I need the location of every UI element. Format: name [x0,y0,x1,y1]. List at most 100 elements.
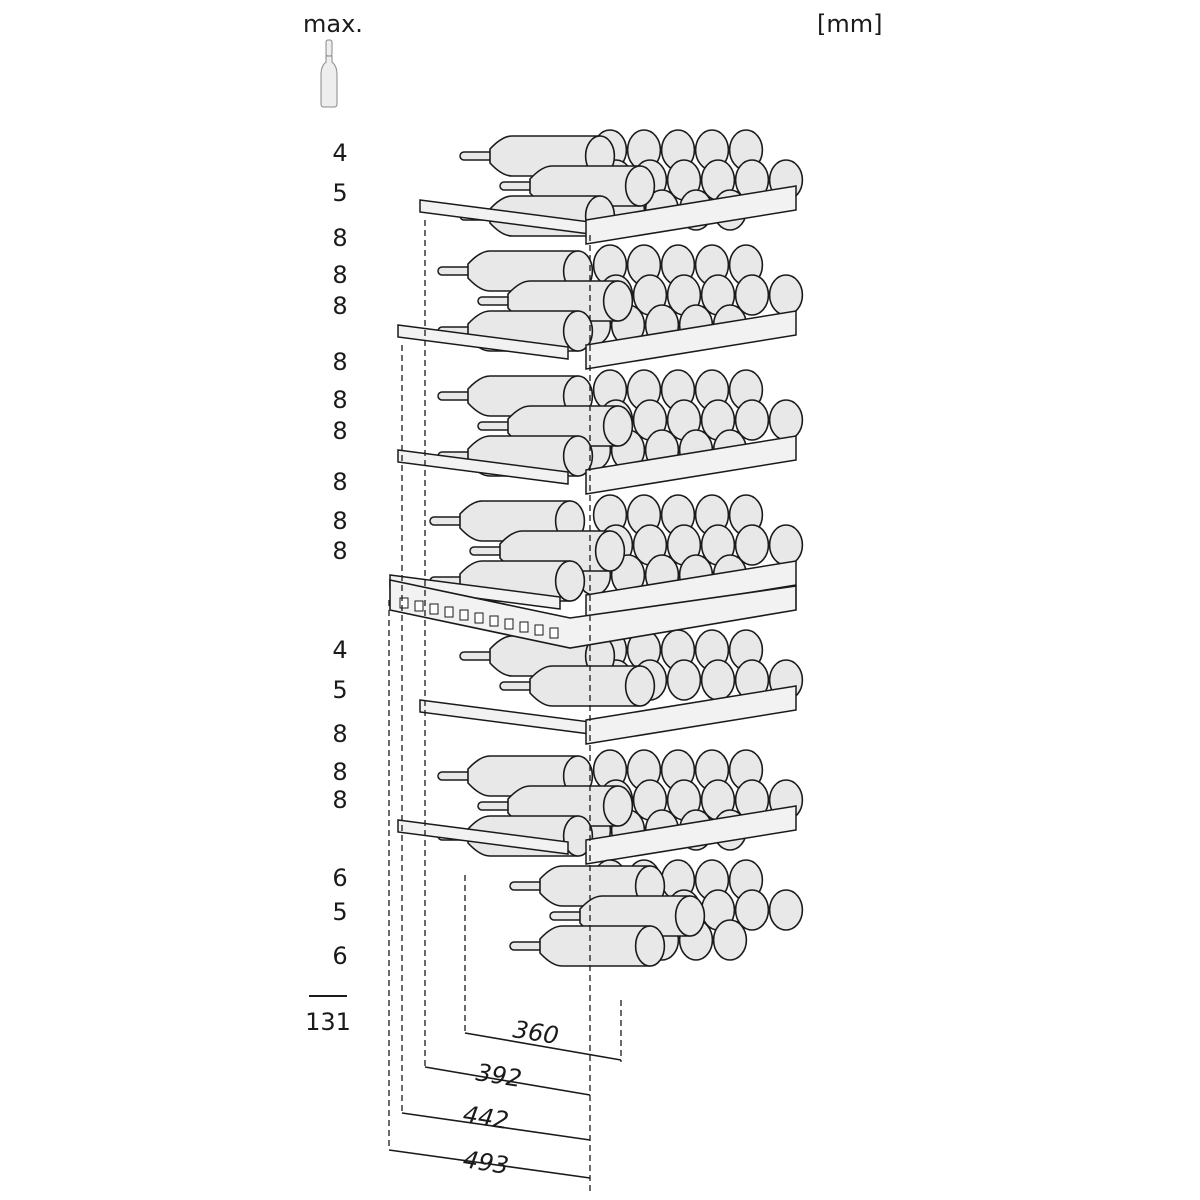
shelf-count: 8 [332,417,348,445]
bottle-neck [549,911,585,921]
compartment [509,859,804,967]
shelf-count: 8 [332,386,348,414]
shelf-rail [397,819,569,855]
bottle-body [529,665,641,707]
shelf-count: 4 [332,636,348,664]
bottle-neck [459,151,495,161]
shelf-front [585,185,797,245]
bottle-neck [437,771,473,781]
total-divider [309,995,347,997]
bottle-neck [477,296,513,306]
bottle-end [768,399,804,441]
bottle-end [734,524,770,566]
bottle-end [634,925,666,967]
bottle-end [602,280,634,322]
shelf [419,685,797,745]
shelf [397,310,797,370]
tray-body [389,579,797,649]
tray-slot [474,612,484,624]
shelf-count: 5 [332,179,348,207]
shelf-front [585,685,797,745]
bottle-end [562,815,594,857]
bottle [499,665,656,707]
bottle-racks [389,129,804,967]
shelf-count: 8 [332,507,348,535]
tray-slot [459,609,469,621]
compartment [389,494,804,620]
shelf-count: 5 [332,676,348,704]
compartment [397,749,804,865]
shelf [419,185,797,245]
bottle [509,925,666,967]
tray-slot [504,618,514,630]
bottle-neck [499,681,535,691]
bottle-end [768,889,804,931]
bottle-neck [437,391,473,401]
bottle-end [674,895,706,937]
bottle-end [768,524,804,566]
unit-label: [mm] [817,10,883,38]
compartment [419,629,804,745]
bottle-neck [429,516,465,526]
shelf-count: 5 [332,898,348,926]
shelf-count: 8 [332,786,348,814]
shelf-count: 8 [332,261,348,289]
bottle-neck [509,941,545,951]
shelf [397,435,797,495]
total-count: 131 [305,1008,351,1036]
shelf-front [585,805,797,865]
shelf-count: 8 [332,468,348,496]
bottle-neck [469,546,505,556]
bottle-end [734,399,770,441]
main-tray [389,579,797,649]
bottle-end [700,659,736,701]
bottle-end [562,310,594,352]
shelf-count: 6 [332,864,348,892]
bottle-end [554,560,586,602]
shelf-front [585,435,797,495]
bottle-neck [459,651,495,661]
tray-slot [429,603,439,615]
tray-slot [444,606,454,618]
shelf-count: 8 [332,537,348,565]
compartment [397,369,804,495]
bottle-end [768,274,804,316]
dimension-label: 442 [461,1100,511,1135]
bottle-end [602,785,634,827]
shelf-rail [397,324,569,360]
bottle-end [734,274,770,316]
wine-bottle-icon [320,39,338,108]
bottle-end [712,919,748,961]
bottle-end [594,530,626,572]
shelf-count: 8 [332,224,348,252]
tray-slot [414,600,424,612]
bottle-neck [499,181,535,191]
bottle-neck [509,881,545,891]
shelf [397,805,797,865]
tray-slot [519,621,529,633]
shelf-count: 8 [332,348,348,376]
bottle-end [666,659,702,701]
shelf-count: 8 [332,720,348,748]
bottle-body [539,925,651,967]
bottle-end [734,889,770,931]
tray-slot [489,615,499,627]
tray-slot [549,627,559,639]
bottle-end [602,405,634,447]
shelf-front [585,560,797,620]
shelf-front [585,310,797,370]
dimension-label: 493 [461,1145,511,1180]
bottle-end [624,165,656,207]
dimension-line [424,1066,591,1096]
shelf-rail [397,449,569,485]
bottle-end [624,665,656,707]
dimension-line [464,1032,622,1061]
shelf-count: 4 [332,139,348,167]
bottle-neck [477,801,513,811]
dimension-label: 360 [511,1015,561,1050]
bottle-neck [477,421,513,431]
bottle-end [562,435,594,477]
tray-slot [399,597,409,609]
max-label: max. [303,10,363,38]
